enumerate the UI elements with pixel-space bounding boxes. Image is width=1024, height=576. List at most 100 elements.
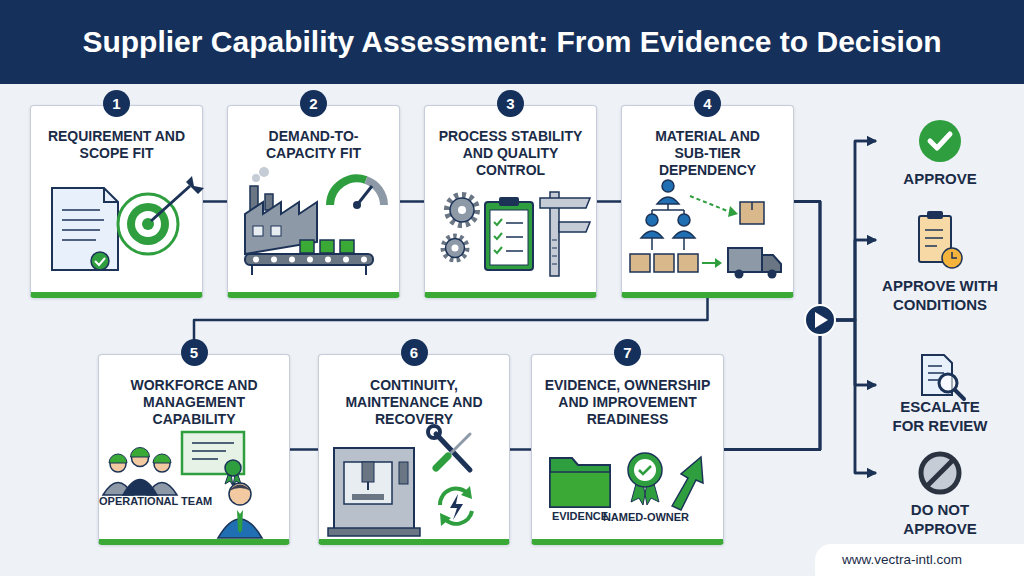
badge-icon xyxy=(628,453,662,505)
recovery-icon-part xyxy=(450,494,463,520)
team-icon-part xyxy=(132,450,149,467)
improvement-arrow-icon-part xyxy=(672,457,703,510)
flow-connector xyxy=(794,202,876,386)
certificate-icon-part xyxy=(182,432,244,474)
clipboard-icon xyxy=(485,197,533,270)
factory-icon-part xyxy=(271,226,281,236)
factory-icon-part xyxy=(271,257,277,263)
org-chart-icon-part xyxy=(652,238,684,250)
conditions-icon-part xyxy=(927,211,943,219)
gear-icon xyxy=(443,195,477,260)
org-chart-icon-part xyxy=(678,214,690,226)
truck-icon-part xyxy=(735,270,744,279)
manager-icon-part xyxy=(229,483,251,505)
factory-icon-part xyxy=(320,240,334,253)
step-number: 3 xyxy=(497,90,524,117)
decision-hub-part xyxy=(805,305,835,335)
recovery-icon-part xyxy=(461,486,472,499)
outcome-label: APPROVE xyxy=(876,169,1004,188)
truck-icon xyxy=(728,248,781,279)
flow-connector xyxy=(203,200,227,203)
gauge-icon xyxy=(330,178,384,209)
team-icon-part xyxy=(147,483,177,496)
factory-icon-part xyxy=(307,257,313,263)
outcome-label: ESCALATE FOR REVIEW xyxy=(888,397,993,435)
machine-icon-part xyxy=(334,448,414,530)
org-chart-icon-part xyxy=(673,231,695,238)
flow-connector xyxy=(597,200,621,203)
conditions-icon-part xyxy=(952,252,957,258)
team-icon xyxy=(103,448,177,496)
tools-icon xyxy=(428,426,470,470)
org-chart-icon-part xyxy=(690,196,730,212)
conditions-icon-part xyxy=(925,230,943,246)
factory-icon-part xyxy=(259,167,269,177)
decision-hub-part xyxy=(815,312,828,328)
decision-outcome: APPROVE WITH CONDITIONS xyxy=(876,212,1004,316)
footer-tab-part xyxy=(815,544,1024,576)
step-number: 6 xyxy=(401,339,428,366)
document-icon-part xyxy=(62,210,104,240)
escalate-icon xyxy=(922,355,964,399)
package-icon-part xyxy=(678,254,698,272)
document-icon-part xyxy=(52,188,118,270)
document-icon-part xyxy=(95,258,105,265)
caliper-icon-part xyxy=(552,240,557,264)
target-icon-part xyxy=(186,176,204,194)
escalate-icon-part xyxy=(922,355,952,395)
approve-icon-part xyxy=(919,120,961,162)
factory-icon-part xyxy=(245,254,373,265)
gear-icon-part xyxy=(447,195,477,225)
truck-icon-part xyxy=(762,255,781,272)
machine-icon xyxy=(328,448,420,536)
factory-icon-part xyxy=(340,240,354,253)
certificate-icon-part xyxy=(225,472,241,486)
reject-icon-part xyxy=(927,460,953,486)
org-chart-icon-part xyxy=(652,204,684,214)
caliper-icon-part xyxy=(550,192,559,276)
reject-icon xyxy=(921,454,959,492)
machine-icon-part xyxy=(352,494,384,500)
step-number: 1 xyxy=(103,90,130,117)
escalate-icon-part xyxy=(939,374,957,392)
gear-icon-part xyxy=(458,206,466,214)
step-heading: MATERIAL AND SUB-TIER DEPENDENCY xyxy=(640,128,775,179)
header-band: Supplier Capability Assessment: From Evi… xyxy=(0,0,1024,84)
machine-icon-part xyxy=(328,528,420,536)
folder-icon-part xyxy=(550,472,610,507)
package-icon xyxy=(630,202,764,272)
outcome-label: DO NOT APPROVE xyxy=(885,500,995,538)
team-icon-part xyxy=(103,483,133,496)
gauge-icon-part xyxy=(330,178,366,205)
flow-connector xyxy=(510,448,531,451)
gauge-icon-part xyxy=(353,201,361,209)
truck-icon-part xyxy=(728,248,762,272)
machine-icon-part xyxy=(344,462,392,504)
improvement-arrow-icon xyxy=(672,457,703,510)
team-icon-part xyxy=(110,456,126,472)
step-card: 2DEMAND-TO-CAPACITY FIT xyxy=(227,105,400,298)
step-card: 7EVIDENCE, OWNERSHIP AND IMPROVEMENT REA… xyxy=(531,354,724,545)
factory-icon-part xyxy=(253,257,259,263)
flow-connector xyxy=(290,448,318,451)
diagram-title: Supplier Capability Assessment: From Evi… xyxy=(82,25,941,59)
factory-icon-part xyxy=(289,257,295,263)
step-number: 4 xyxy=(694,90,721,117)
package-icon-part xyxy=(715,258,722,268)
step-card: 6CONTINUITY, MAINTENANCE AND RECOVERY xyxy=(318,354,510,545)
escalate-icon-part xyxy=(955,390,964,399)
step-heading: REQUIREMENT AND SCOPE FIT xyxy=(45,128,188,162)
step-card: 5WORKFORCE AND MANAGEMENT CAPABILITYOPER… xyxy=(98,354,290,545)
flow-connector xyxy=(794,141,876,320)
gauge-icon-part xyxy=(357,186,372,205)
icon-caption: NAMED-OWNER xyxy=(596,511,696,524)
conditions-icon-part xyxy=(919,216,951,262)
factory-icon-part xyxy=(265,194,273,210)
step-heading: WORKFORCE AND MANAGEMENT CAPABILITY xyxy=(105,377,283,428)
website-url: www.vectra-intl.com xyxy=(842,552,962,567)
caliper-icon-part xyxy=(559,222,590,232)
recovery-icon-part xyxy=(440,513,451,526)
clipboard-icon-part xyxy=(485,202,533,270)
